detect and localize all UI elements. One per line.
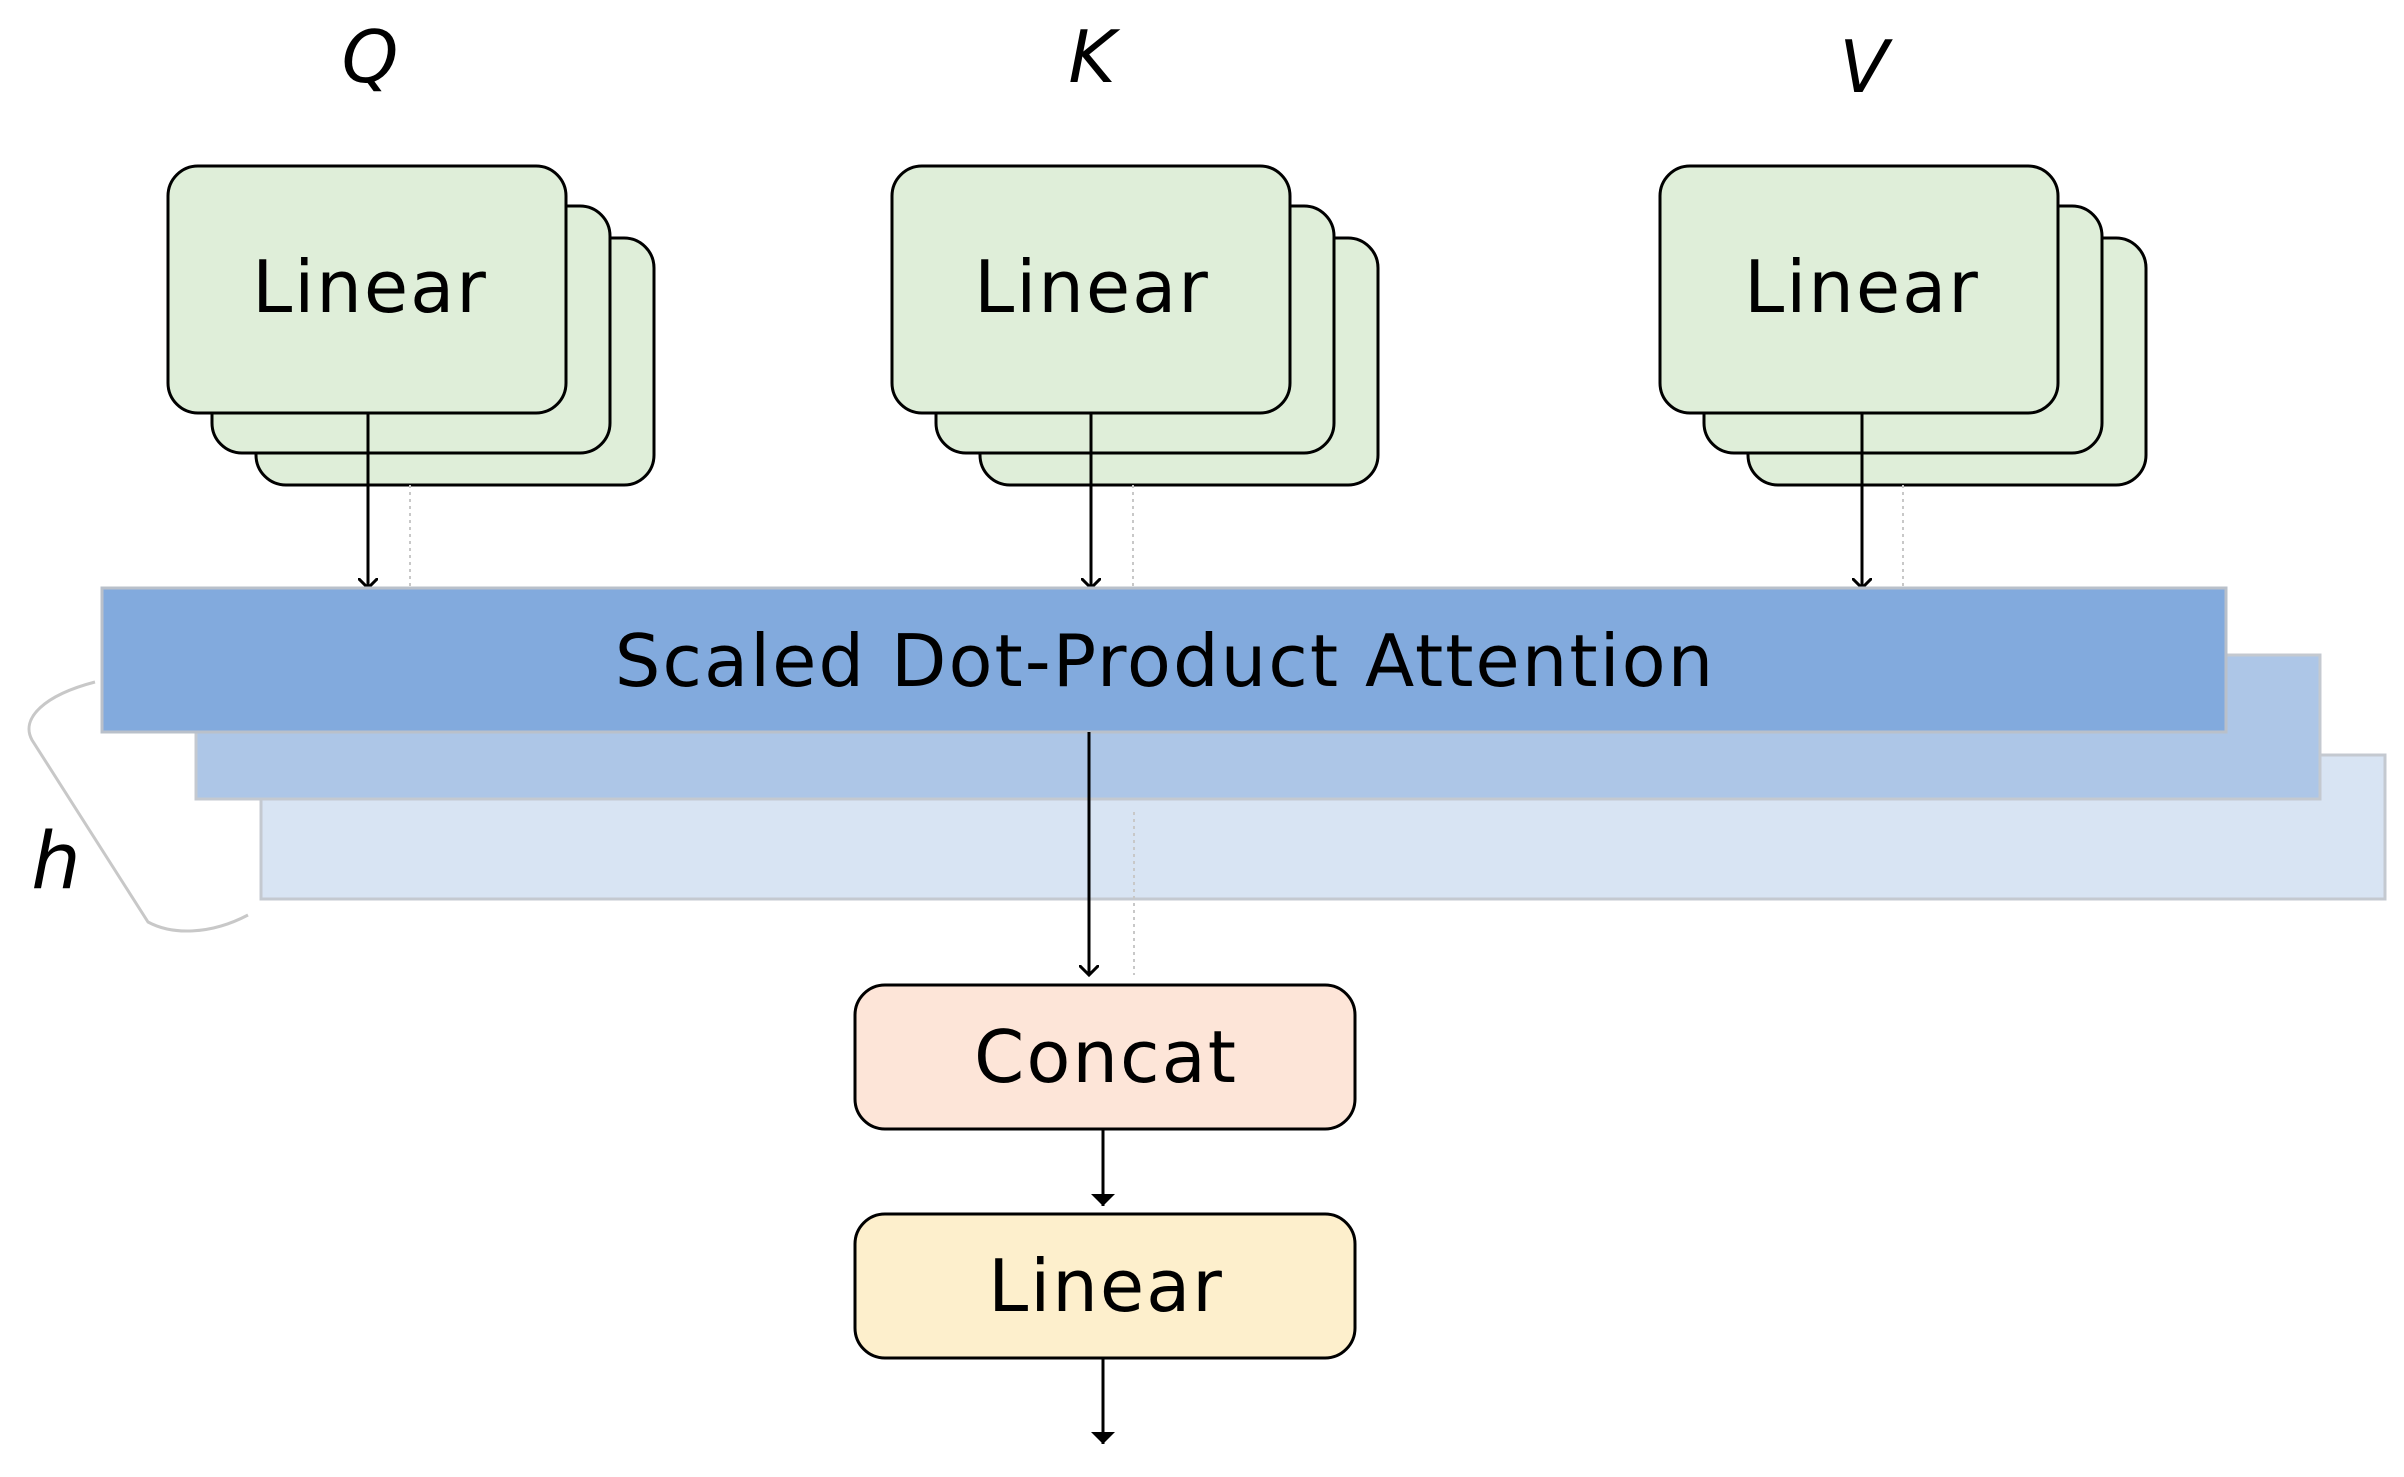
output-linear-label: Linear (988, 1244, 1224, 1328)
stacked-connector-traces (409, 485, 1904, 975)
concat-label: Concat (974, 1015, 1238, 1099)
concat-box (853, 983, 1357, 1131)
key-input-label: K (1068, 15, 1120, 99)
key-linear-stack: Linear (890, 164, 1380, 487)
output-linear-box (853, 1212, 1357, 1360)
heads-brace (27, 680, 249, 933)
query-linear-label: Linear (252, 245, 488, 329)
value-linear-label: Linear (1744, 245, 1980, 329)
heads-count-label: h (31, 817, 80, 907)
query-input-label: Q (342, 15, 399, 99)
scaled-dot-product-attention-label: Scaled Dot-Product Attention (615, 619, 1716, 703)
scaled-dot-product-attention-box (100, 586, 2228, 734)
key-linear-label: Linear (974, 245, 1210, 329)
value-linear-box (1658, 164, 2060, 415)
value-linear-stack: Linear (1658, 164, 2148, 487)
query-linear-stack: Linear (166, 164, 656, 487)
value-input-label: V (1839, 25, 1893, 109)
